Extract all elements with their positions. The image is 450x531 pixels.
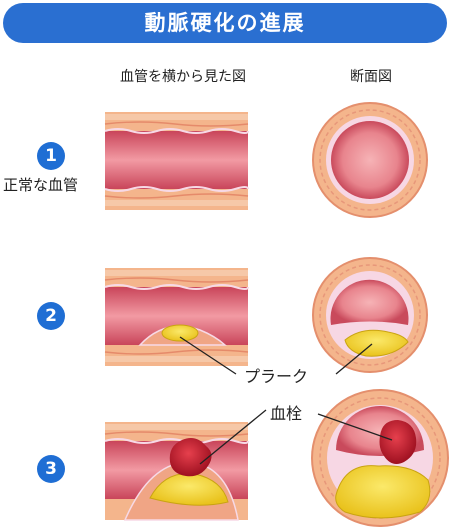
plaque-side-view: [161, 324, 199, 342]
column-header-side-view: 血管を横から見た図: [120, 69, 246, 85]
thrombus-cross-section: [379, 420, 417, 464]
plaque-side-view-advanced: [149, 473, 229, 506]
stage-1-badge: 1: [37, 142, 65, 170]
stage-2-badge: 2: [37, 302, 65, 330]
plaque-cross-section: [344, 329, 409, 357]
thrombus-side-view: [169, 438, 212, 477]
thrombus-label: 血栓: [270, 404, 303, 423]
side-view-vessel-3: [104, 422, 249, 521]
title-banner: 動脈硬化の進展: [3, 3, 447, 43]
column-header-cross-section: 断面図: [350, 69, 392, 85]
side-view-vessel-2: [104, 268, 249, 366]
cross-section-vessel-2: [312, 257, 428, 373]
cross-section-vessel-1: [312, 102, 428, 218]
page-title: 動脈硬化の進展: [144, 11, 306, 35]
stage-1-label: 正常な血管: [3, 176, 79, 194]
side-view-vessel-1: [104, 112, 249, 210]
stage-3-badge: 3: [37, 455, 65, 483]
callout-lines: [179, 336, 393, 465]
plaque-cross-section-advanced: [335, 465, 431, 519]
cross-section-vessel-3: [311, 389, 449, 527]
plaque-label: プラーク: [244, 367, 309, 386]
